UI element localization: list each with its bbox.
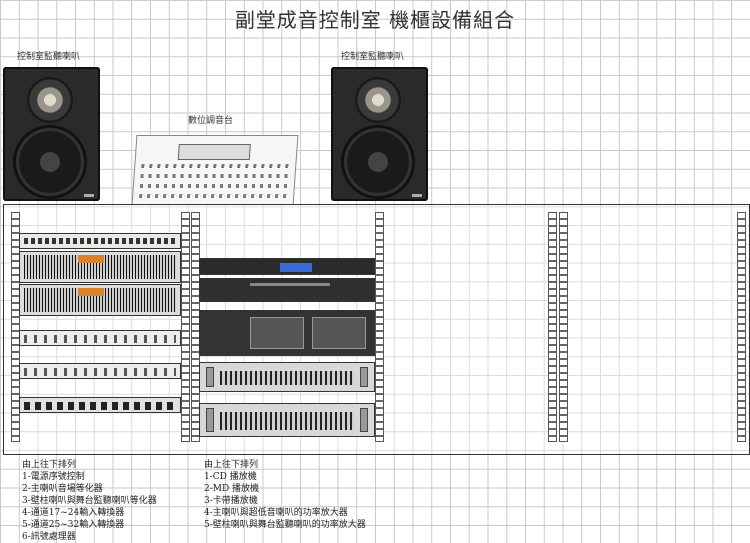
- rack-rail-right-1: [548, 212, 557, 442]
- rack-rail-right-2: [559, 212, 568, 442]
- list-item: 5-壁柱喇叭與舞台監聽喇叭的功率放大器: [204, 520, 366, 530]
- ch17-24-input-converter: [19, 330, 181, 346]
- page-title: 副堂成音控制室 機櫃設備組合: [234, 8, 516, 32]
- list-item: 2-主喇叭音場等化器: [22, 484, 103, 494]
- cassette-deck: [199, 310, 375, 356]
- brand-badge: [84, 194, 94, 197]
- list-item: 4-主喇叭與超低音喇叭的功率放大器: [204, 508, 348, 518]
- rack-rail-mid-2: [375, 212, 384, 442]
- rack-rail-right-3: [737, 212, 746, 442]
- right-speaker-label: 控制室監聽喇叭: [341, 52, 405, 62]
- left-monitor-speaker: [3, 67, 100, 201]
- main-sub-power-amplifier: [199, 362, 375, 392]
- column-stage-monitor-eq: [19, 284, 181, 316]
- list-heading: 由上往下排列: [204, 460, 259, 470]
- digital-mixer: [131, 135, 299, 205]
- mixer-screen: [177, 144, 251, 160]
- middle-rack-list: 由上往下排列 1-CD 播放機 2-MD 播放機 3-卡帶播放機 4-主喇叭與超…: [204, 459, 366, 531]
- mixer-fader-row: [139, 194, 288, 198]
- left-speaker-label: 控制室監聽喇叭: [17, 52, 81, 62]
- power-sequencer: [19, 233, 181, 249]
- list-item: 4-通道17~24輸入轉換器: [22, 508, 125, 518]
- mixer-fader-row: [140, 174, 289, 178]
- mixer-fader-row: [141, 164, 290, 168]
- list-item: 3-壁柱喇叭與舞台監聽喇叭等化器: [22, 496, 157, 506]
- cd-player: [199, 258, 375, 275]
- list-item: 6-訊號處理器: [22, 532, 76, 542]
- list-item: 3-卡帶播放機: [204, 496, 258, 506]
- mixer-label: 數位調音台: [188, 116, 234, 126]
- ch25-32-input-converter: [19, 363, 181, 379]
- tweeter-icon: [355, 77, 401, 123]
- list-item: 1-電源序號控制: [22, 472, 85, 482]
- left-rack-list: 由上往下排列 1-電源序號控制 2-主喇叭音場等化器 3-壁柱喇叭與舞台監聽喇叭…: [22, 459, 157, 543]
- tweeter-icon: [27, 77, 73, 123]
- brand-badge: [412, 194, 422, 197]
- list-item: 1-CD 播放機: [204, 472, 257, 482]
- list-item: 5-通道25~32輸入轉換器: [22, 520, 125, 530]
- mixer-fader-row: [139, 184, 289, 188]
- signal-processor: [19, 397, 181, 413]
- right-monitor-speaker: [331, 67, 428, 201]
- woofer-icon: [341, 125, 415, 199]
- md-player: [199, 278, 375, 302]
- list-heading: 由上往下排列: [22, 460, 77, 470]
- rack-rail-left-1: [11, 212, 20, 442]
- woofer-icon: [13, 125, 87, 199]
- main-speaker-eq: [19, 251, 181, 283]
- rack-rail-left-2: [181, 212, 190, 442]
- list-item: 2-MD 播放機: [204, 484, 260, 494]
- column-stage-power-amplifier: [199, 403, 375, 437]
